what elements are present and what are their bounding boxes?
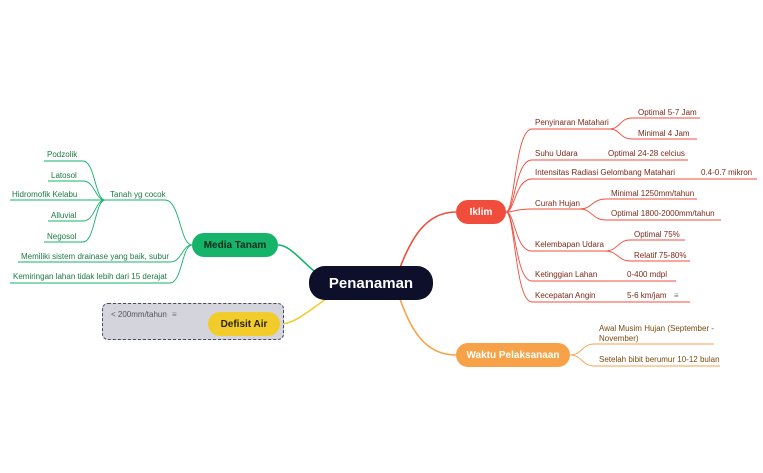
topic-defisit-air[interactable]: Defisit Air bbox=[208, 312, 280, 336]
leaf-latosol[interactable]: Latosol bbox=[51, 171, 77, 180]
subtopic-curah-hujan[interactable]: Curah Hujan bbox=[535, 199, 580, 208]
subtopic-kemiringan-lahan[interactable]: Kemiringan lahan tidak lebih dari 15 der… bbox=[13, 272, 167, 281]
topic-iklim[interactable]: Iklim bbox=[456, 200, 506, 224]
leaf-0-4-0-7-mikron[interactable]: 0.4-0.7 mikron bbox=[701, 168, 753, 177]
subtopic-tanah-yg-cocok[interactable]: Tanah yg cocok bbox=[110, 190, 166, 199]
subtopic-kelembapan-udara[interactable]: Kelembapan Udara bbox=[535, 240, 604, 249]
topic-waktu-pelaksanaan[interactable]: Waktu Pelaksanaan bbox=[456, 343, 570, 367]
leaf-negosol[interactable]: Negosol bbox=[47, 232, 77, 241]
subtopic-ketinggian-lahan[interactable]: Ketinggian Lahan bbox=[535, 270, 598, 279]
leaf-alluvial[interactable]: Alluvial bbox=[51, 211, 77, 220]
subtopic-defisit-value[interactable]: < 200mm/tahun bbox=[111, 310, 167, 319]
leaf-minimal-1250[interactable]: Minimal 1250mm/tahun bbox=[611, 189, 695, 198]
subtopic-intensitas-radiasi[interactable]: Intensitas Radiasi Gelombang Matahari bbox=[535, 168, 676, 177]
central-topic[interactable]: Penanaman bbox=[309, 266, 433, 300]
leaf-optimal-5-7-jam[interactable]: Optimal 5-7 Jam bbox=[638, 108, 697, 117]
subtopic-suhu-udara[interactable]: Suhu Udara bbox=[535, 149, 578, 158]
topic-media-tanam[interactable]: Media Tanam bbox=[192, 233, 278, 257]
leaf-0-400-mdpl[interactable]: 0-400 mdpl bbox=[627, 270, 668, 279]
leaf-hidromofik-kelabu[interactable]: Hidromofik Kelabu bbox=[12, 190, 78, 199]
notes-icon[interactable]: ≡ bbox=[674, 291, 679, 300]
leaf-podzolik[interactable]: Podzolik bbox=[47, 150, 78, 159]
subtopic-setelah-bibit[interactable]: Setelah bibit berumur 10-12 bulan bbox=[599, 355, 720, 364]
subtopic-penyinaran-matahari[interactable]: Penyinaran Matahari bbox=[535, 118, 609, 127]
subtopic-awal-musim-hujan[interactable]: Awal Musim Hujan (September - November) bbox=[599, 324, 715, 343]
subtopic-drainase[interactable]: Memiliki sistem drainase yang baik, subu… bbox=[21, 252, 170, 261]
leaf-5-6-km-jam[interactable]: 5-6 km/jam bbox=[627, 291, 667, 300]
leaf-optimal-24-28[interactable]: Optimal 24-28 celcius bbox=[608, 149, 685, 158]
subtopic-kecepatan-angin[interactable]: Kecepatan Angin bbox=[535, 291, 596, 300]
leaf-minimal-4-jam[interactable]: Minimal 4 Jam bbox=[638, 129, 690, 138]
leaf-optimal-75[interactable]: Optimal 75% bbox=[634, 230, 680, 239]
leaf-relatif-75-80[interactable]: Relatif 75-80% bbox=[634, 251, 687, 260]
leaf-optimal-1800-2000[interactable]: Optimal 1800-2000mm/tahun bbox=[611, 209, 715, 218]
notes-icon[interactable]: ≡ bbox=[172, 310, 177, 319]
